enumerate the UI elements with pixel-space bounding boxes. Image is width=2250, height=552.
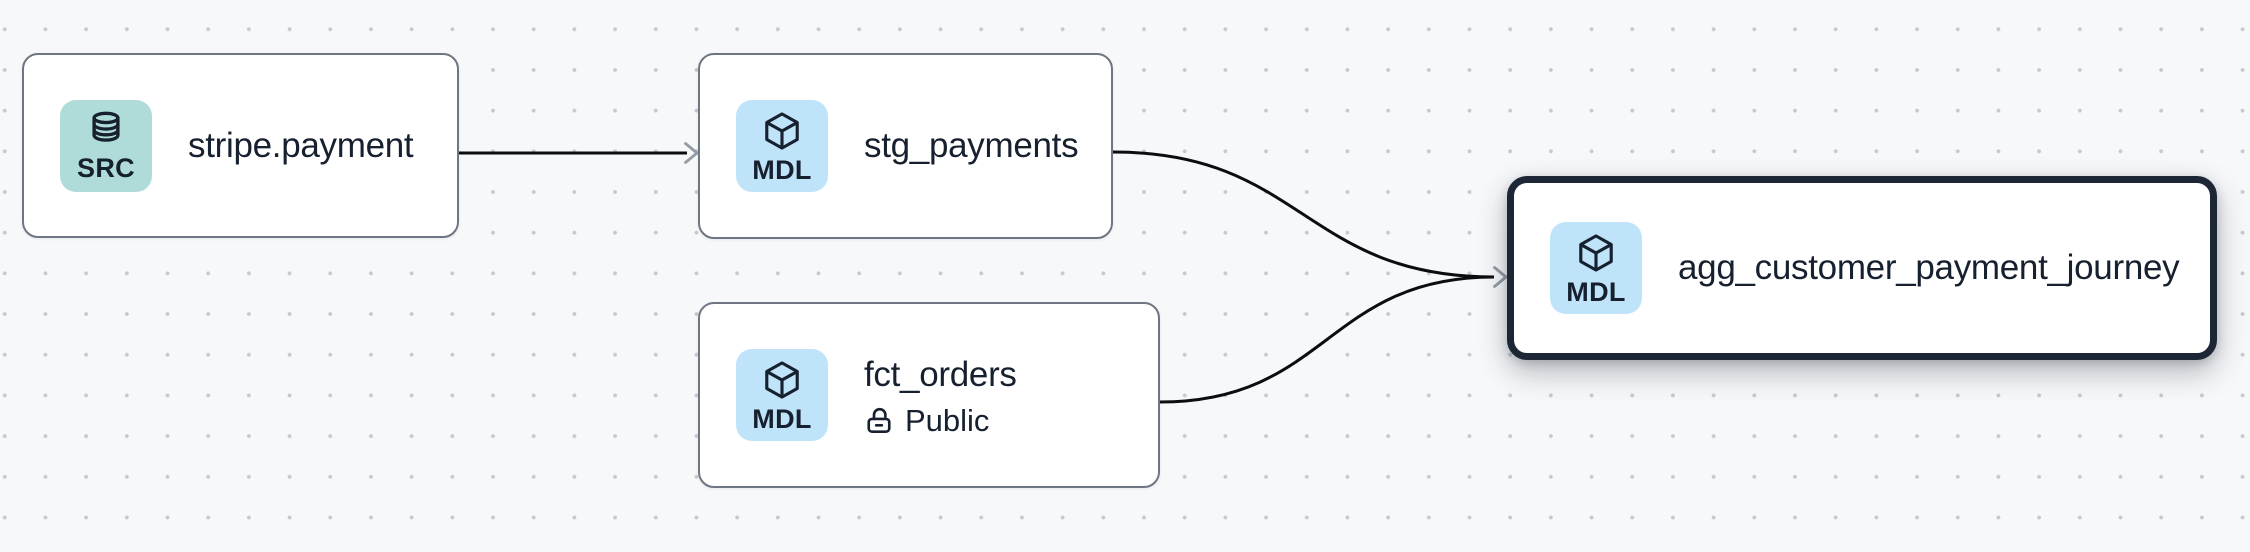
node-text: agg_customer_payment_journey xyxy=(1678,247,2180,289)
access-label: Public xyxy=(905,403,990,438)
node-text: stg_payments xyxy=(864,125,1079,167)
arrowhead-agg xyxy=(1493,266,1508,288)
cube-icon xyxy=(765,111,799,150)
badge-label: MDL xyxy=(1566,276,1626,307)
source-type-badge: SRC xyxy=(60,99,152,192)
database-icon xyxy=(92,111,120,142)
edge-fct-to-agg[interactable] xyxy=(1159,275,1495,404)
node-stg-payments[interactable]: MDL stg_payments xyxy=(698,53,1113,239)
node-text: fct_orders Public xyxy=(864,354,1017,436)
lock-open-icon xyxy=(867,407,891,433)
arrowhead-stg xyxy=(684,142,699,164)
node-text: stripe.payment xyxy=(188,125,414,167)
model-type-badge: MDL xyxy=(736,349,828,441)
node-title: fct_orders xyxy=(864,355,1017,394)
cube-icon xyxy=(765,360,799,399)
badge-label: MDL xyxy=(752,154,812,185)
model-type-badge: MDL xyxy=(736,100,828,192)
model-type-badge: MDL xyxy=(1550,222,1642,314)
node-stripe-payment[interactable]: SRC stripe.payment xyxy=(22,53,459,238)
node-title: stripe.payment xyxy=(188,125,414,165)
cube-icon xyxy=(1579,233,1613,272)
badge-label: SRC xyxy=(77,153,135,183)
node-fct-orders[interactable]: MDL fct_orders Public xyxy=(698,302,1160,488)
node-title: stg_payments xyxy=(864,126,1079,165)
node-agg-customer-payment-journey[interactable]: MDL agg_customer_payment_journey xyxy=(1507,176,2217,360)
node-title: agg_customer_payment_journey xyxy=(1678,248,2180,287)
edge-stg-to-agg[interactable] xyxy=(1112,150,1495,279)
badge-label: MDL xyxy=(752,403,812,434)
access-row: Public xyxy=(864,405,1017,436)
